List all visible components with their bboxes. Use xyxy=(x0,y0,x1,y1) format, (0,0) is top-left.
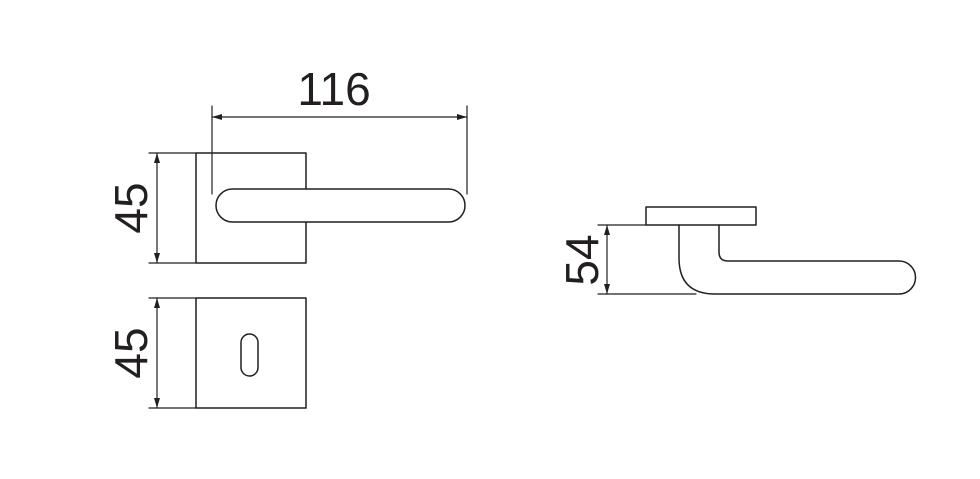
projection-dimension: 54 xyxy=(556,224,697,295)
square-escutcheon-plate xyxy=(195,297,307,409)
keyhole-slot xyxy=(240,333,259,377)
lever-side-profile xyxy=(678,224,917,295)
rose-side-profile xyxy=(645,206,757,226)
rose-height-dimension: 45 xyxy=(105,152,197,264)
rose-height-label: 45 xyxy=(105,182,157,233)
side-view-handle xyxy=(645,206,917,295)
front-view-handle xyxy=(195,152,466,264)
projection-label: 54 xyxy=(556,234,608,285)
escutcheon-plate-view xyxy=(195,297,307,409)
lever-front-profile xyxy=(215,188,466,223)
escutcheon-height-dimension: 45 xyxy=(105,297,197,409)
handle-length-dimension: 116 xyxy=(211,63,468,195)
escutcheon-height-label: 45 xyxy=(105,327,157,378)
handle-length-label: 116 xyxy=(297,63,370,115)
